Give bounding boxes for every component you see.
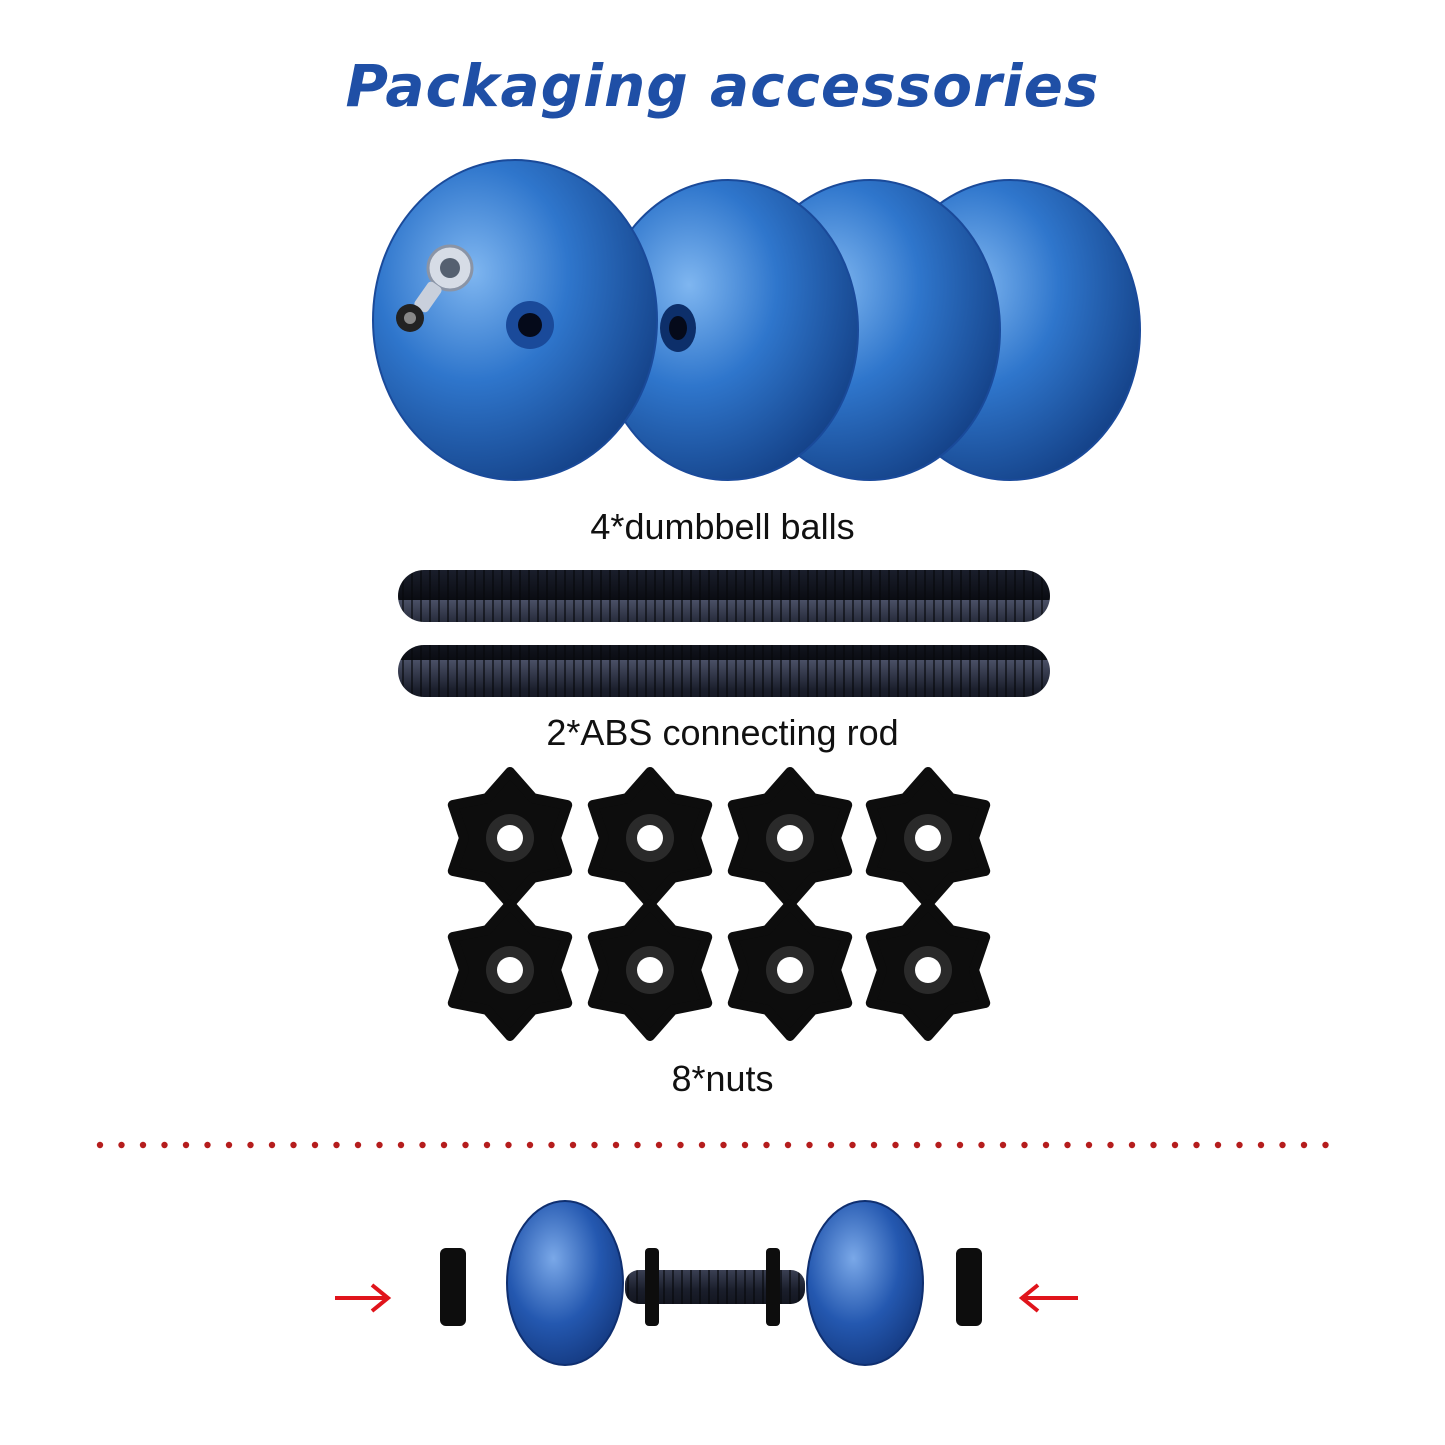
divider-dot [376, 1141, 383, 1149]
divider-dot [462, 1141, 469, 1149]
caption-dumbbell-balls: 4*dumbbell balls [590, 506, 855, 547]
divider-dot [1107, 1141, 1114, 1149]
outer-nut-left [440, 1248, 466, 1326]
divider-dot [311, 1141, 319, 1149]
divider-dot [569, 1141, 577, 1149]
star-nut-icon [587, 767, 713, 909]
divider-dot [1021, 1141, 1028, 1149]
divider-dot [182, 1141, 190, 1149]
divider-dot [247, 1141, 254, 1149]
divider-dot [505, 1141, 512, 1149]
water-ball-icon [372, 159, 658, 481]
divider-dot [1214, 1141, 1222, 1149]
divider-dot [1128, 1141, 1136, 1149]
divider-dot [1150, 1141, 1157, 1149]
assembly-illustration [335, 1200, 1078, 1366]
star-nut-icon [447, 767, 573, 909]
inner-nut-left [645, 1248, 659, 1326]
divider-dot [225, 1141, 233, 1149]
star-nut-icon [865, 767, 991, 909]
divider-dot [741, 1141, 749, 1149]
connecting-rods [398, 570, 1050, 697]
divider-dot [892, 1141, 899, 1149]
divider-dot [763, 1141, 770, 1149]
divider-dot [827, 1141, 835, 1149]
divider-dot [354, 1141, 362, 1149]
divider-dot [1193, 1141, 1200, 1149]
divider-dot [1171, 1141, 1179, 1149]
caption-connecting-rod: 2*ABS connecting rod [546, 712, 899, 753]
divider-dot [1236, 1141, 1243, 1149]
divider-dot [999, 1141, 1007, 1149]
assembled-ball-left [506, 1200, 624, 1366]
caption-nuts: 8*nuts [671, 1058, 774, 1099]
divider-dot [935, 1141, 942, 1149]
star-nut-icon [447, 899, 573, 1041]
divider-dot [870, 1141, 878, 1149]
divider-dot [96, 1141, 104, 1149]
assembled-rod [625, 1270, 805, 1304]
divider-dot [1300, 1141, 1308, 1149]
divider-dot [655, 1141, 663, 1149]
divider-dot [290, 1141, 297, 1149]
inner-nut-right [766, 1248, 780, 1326]
dotted-divider [96, 1141, 1329, 1149]
divider-dot [161, 1141, 168, 1149]
divider-dot [720, 1141, 727, 1149]
divider-dot [698, 1141, 706, 1149]
star-nut-icon [865, 899, 991, 1041]
arrow-left-icon [1018, 1283, 1078, 1313]
divider-dot [397, 1141, 405, 1149]
divider-dot [139, 1141, 147, 1149]
divider-dot [591, 1141, 598, 1149]
divider-dot [268, 1141, 276, 1149]
divider-dot [1279, 1141, 1286, 1149]
connecting-rod-icon [398, 570, 1050, 622]
divider-dot [849, 1141, 856, 1149]
divider-dot [677, 1141, 684, 1149]
assembled-ball-right [806, 1200, 924, 1366]
divider-dot [1064, 1141, 1071, 1149]
divider-dot [978, 1141, 985, 1149]
outer-nut-right [956, 1248, 982, 1326]
dumbbell-balls [372, 159, 1141, 481]
divider-dot [333, 1141, 340, 1149]
divider-dot [1042, 1141, 1050, 1149]
divider-dot [1257, 1141, 1265, 1149]
page-title: Packaging accessories [345, 52, 1100, 120]
divider-dot [1085, 1141, 1093, 1149]
divider-dot [956, 1141, 964, 1149]
nuts [447, 767, 991, 1041]
divider-dot [483, 1141, 491, 1149]
divider-dot [913, 1141, 921, 1149]
divider-dot [419, 1141, 426, 1149]
divider-dot [440, 1141, 448, 1149]
star-nut-icon [727, 767, 853, 909]
divider-dot [634, 1141, 641, 1149]
connecting-rod-icon [398, 645, 1050, 697]
divider-dot [204, 1141, 211, 1149]
divider-dot [612, 1141, 620, 1149]
divider-dot [548, 1141, 555, 1149]
star-nut-icon [727, 899, 853, 1041]
divider-dot [526, 1141, 534, 1149]
divider-dot [118, 1141, 125, 1149]
star-nut-icon [587, 899, 713, 1041]
divider-dot [1322, 1141, 1329, 1149]
arrow-right-icon [335, 1283, 392, 1313]
divider-dot [784, 1141, 792, 1149]
divider-dot [806, 1141, 813, 1149]
